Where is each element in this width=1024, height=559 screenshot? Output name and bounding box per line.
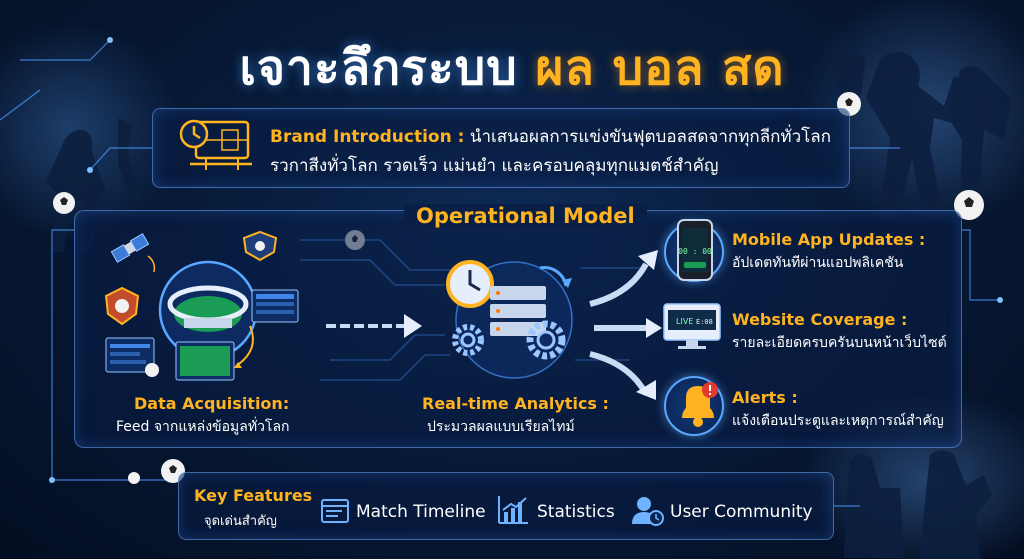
alerts-desc: แจ้งเตือนประตูและเหตุการณ์สำคัญ [732, 413, 944, 429]
user-icon [632, 497, 664, 526]
website-title: Website Coverage : [732, 310, 908, 329]
intro-line-2: รวกาสีงทั่วโลก รวดเร็ว แม่นยำ และครอบคลุ… [270, 156, 719, 176]
feature-statistics: Statistics [537, 502, 615, 522]
mobile-title: Mobile App Updates : [732, 230, 926, 249]
title-part-2: ผล บอล สด [535, 40, 785, 96]
acquisition-desc: Feed จากแหล่งข้อมูลทั่วโลก [116, 419, 290, 435]
clock-board-icon [179, 119, 252, 170]
page-title: เจาะลึกระบบ ผล บอล สด [0, 30, 1024, 106]
feature-user-community: User Community [670, 502, 813, 522]
stadium-icon [104, 230, 299, 381]
feature-match-timeline: Match Timeline [356, 502, 486, 522]
key-features-title: Key Features [194, 486, 313, 505]
operational-model-title: Operational Model [404, 204, 647, 228]
chart-icon [498, 496, 528, 524]
server-gear-icon [446, 260, 573, 379]
website-desc: รายละเอียดครบครันบนหน้าเว็บไซต์ [732, 335, 947, 351]
analytics-title: Real-time Analytics : [422, 394, 609, 413]
key-features-subtitle: จุดเด่นสำคัญ [204, 514, 277, 529]
timeline-icon [321, 499, 349, 523]
title-part-1: เจาะลึกระบบ [239, 40, 518, 96]
mobile-screen-text: 00 : 00 [678, 247, 712, 256]
analytics-desc: ประมวลผลแบบเรียลไทม์ [427, 419, 575, 435]
alerts-title: Alerts : [732, 388, 798, 407]
intro-line-1: Brand Introduction : นำเสนอผลการแข่งขันฟ… [270, 124, 831, 150]
brand-introduction-panel [152, 108, 850, 188]
flow-arrow-icon [326, 314, 422, 338]
monitor-live-text: LIVE [676, 317, 693, 326]
intro-text-1: นำเสนอผลการแข่งขันฟุตบอลสดจากทุกลีกทั่วโ… [469, 127, 831, 147]
key-features-panel [178, 472, 834, 540]
intro-label: Brand Introduction : [270, 127, 465, 147]
bell-icon [682, 382, 718, 427]
mobile-desc: อัปเดตทันทีผ่านแอปพลิเคชัน [732, 255, 904, 271]
acquisition-title: Data Acquisition: [134, 394, 290, 413]
monitor-time-text: E:08 [696, 318, 713, 326]
output-arrows-icon [589, 250, 662, 400]
mobile-icon: 00 : 00 [677, 219, 713, 281]
monitor-icon: LIVE E:08 [663, 303, 721, 349]
